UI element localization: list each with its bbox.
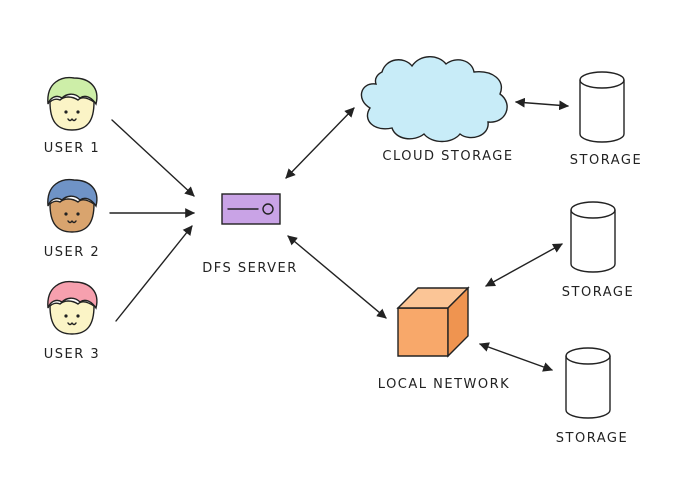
storage-1-body: [579, 79, 625, 143]
storage-1-top: [579, 71, 625, 89]
storage-3-label: STORAGE: [556, 431, 628, 446]
arrow-user3-to-server: [115, 225, 193, 322]
arrow-network-storage-1: [485, 243, 563, 287]
user-2-face: [49, 198, 95, 233]
network-label: LOCAL NETWORK: [378, 377, 510, 392]
cloud-icon: [360, 56, 508, 143]
user-3-eye-right: [76, 314, 80, 318]
local-network-cube: [396, 286, 470, 358]
server-label: DFS SERVER: [202, 261, 298, 276]
dfs-server: [221, 193, 281, 225]
cube-front: [397, 307, 449, 357]
server-led: [262, 203, 274, 215]
user-1-label: USER 1: [44, 141, 100, 156]
user-3-label: USER 3: [44, 347, 100, 362]
storage-network-cylinder-2: [565, 347, 611, 419]
arrow-server-network: [287, 235, 387, 319]
user-2-eye-left: [64, 212, 68, 216]
cloud-label: CLOUD STORAGE: [382, 149, 513, 164]
user-1-eye-right: [76, 110, 80, 114]
user-2-eye-right: [76, 212, 80, 216]
storage-1-label: STORAGE: [570, 153, 642, 168]
storage-2-body: [570, 209, 616, 273]
arrow-network-storage-2: [479, 342, 553, 372]
storage-network-cylinder-1: [570, 201, 616, 273]
storage-3-top: [565, 347, 611, 365]
arrow-server-cloud: [285, 107, 355, 179]
user-1-mouth: [67, 118, 77, 122]
user-2-hair: [47, 178, 98, 208]
user-1: [47, 76, 98, 131]
user-3-eye-left: [64, 314, 68, 318]
user-3-mouth: [67, 322, 77, 326]
user-2-label: USER 2: [44, 245, 100, 260]
user-2: [47, 178, 98, 233]
cube-side: [447, 286, 469, 358]
user-3-face: [49, 300, 95, 335]
arrow-user1-to-server: [111, 119, 195, 197]
user-2-mouth: [67, 220, 77, 224]
user-3-hair: [47, 280, 98, 310]
storage-2-label: STORAGE: [562, 285, 634, 300]
storage-cloud-cylinder: [579, 71, 625, 143]
arrow-cloud-storage: [515, 97, 569, 111]
storage-3-body: [565, 355, 611, 419]
user-3: [47, 280, 98, 335]
user-1-face: [49, 96, 95, 131]
user-1-eye-left: [64, 110, 68, 114]
storage-2-top: [570, 201, 616, 219]
user-1-hair: [47, 76, 98, 106]
